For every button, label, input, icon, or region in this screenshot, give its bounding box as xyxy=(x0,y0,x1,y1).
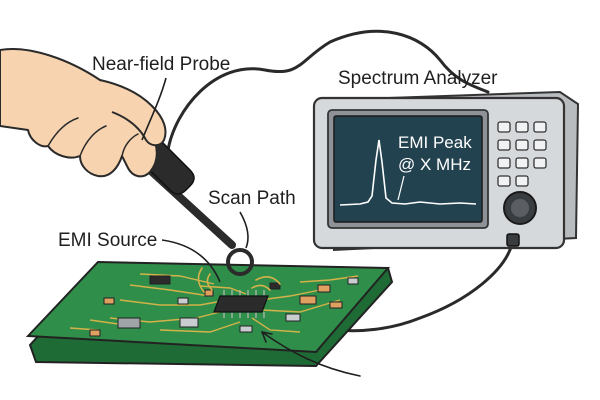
analyzer-label: Spectrum Analyzer xyxy=(338,68,498,89)
analyzer-icon: EMI Peak @ X MHz xyxy=(312,90,580,252)
source-pointer xyxy=(161,239,221,283)
scan-path-pointer xyxy=(239,211,249,249)
probe-pointer xyxy=(141,77,167,141)
analyzer-keypad xyxy=(497,121,547,187)
pcb-traces xyxy=(69,273,359,333)
screen-peak-label: EMI Peak xyxy=(398,133,472,152)
emission-waves xyxy=(197,267,281,293)
chip-icon xyxy=(213,290,269,318)
source-arrow xyxy=(261,331,361,377)
probe-label: Near-field Probe xyxy=(92,54,230,75)
cable-icon xyxy=(166,29,514,333)
hand-icon xyxy=(0,48,167,178)
pcb-board xyxy=(25,260,391,354)
pcb-components xyxy=(89,275,359,337)
source-label: EMI Source xyxy=(58,230,157,251)
analyzer-screen xyxy=(333,115,483,223)
pcb-icon xyxy=(25,260,394,368)
knob-icon xyxy=(503,191,537,225)
scan-path-label: Scan Path xyxy=(208,188,296,209)
spectrum-trace xyxy=(339,139,477,206)
screen-frequency-label: @ X MHz xyxy=(398,155,471,174)
